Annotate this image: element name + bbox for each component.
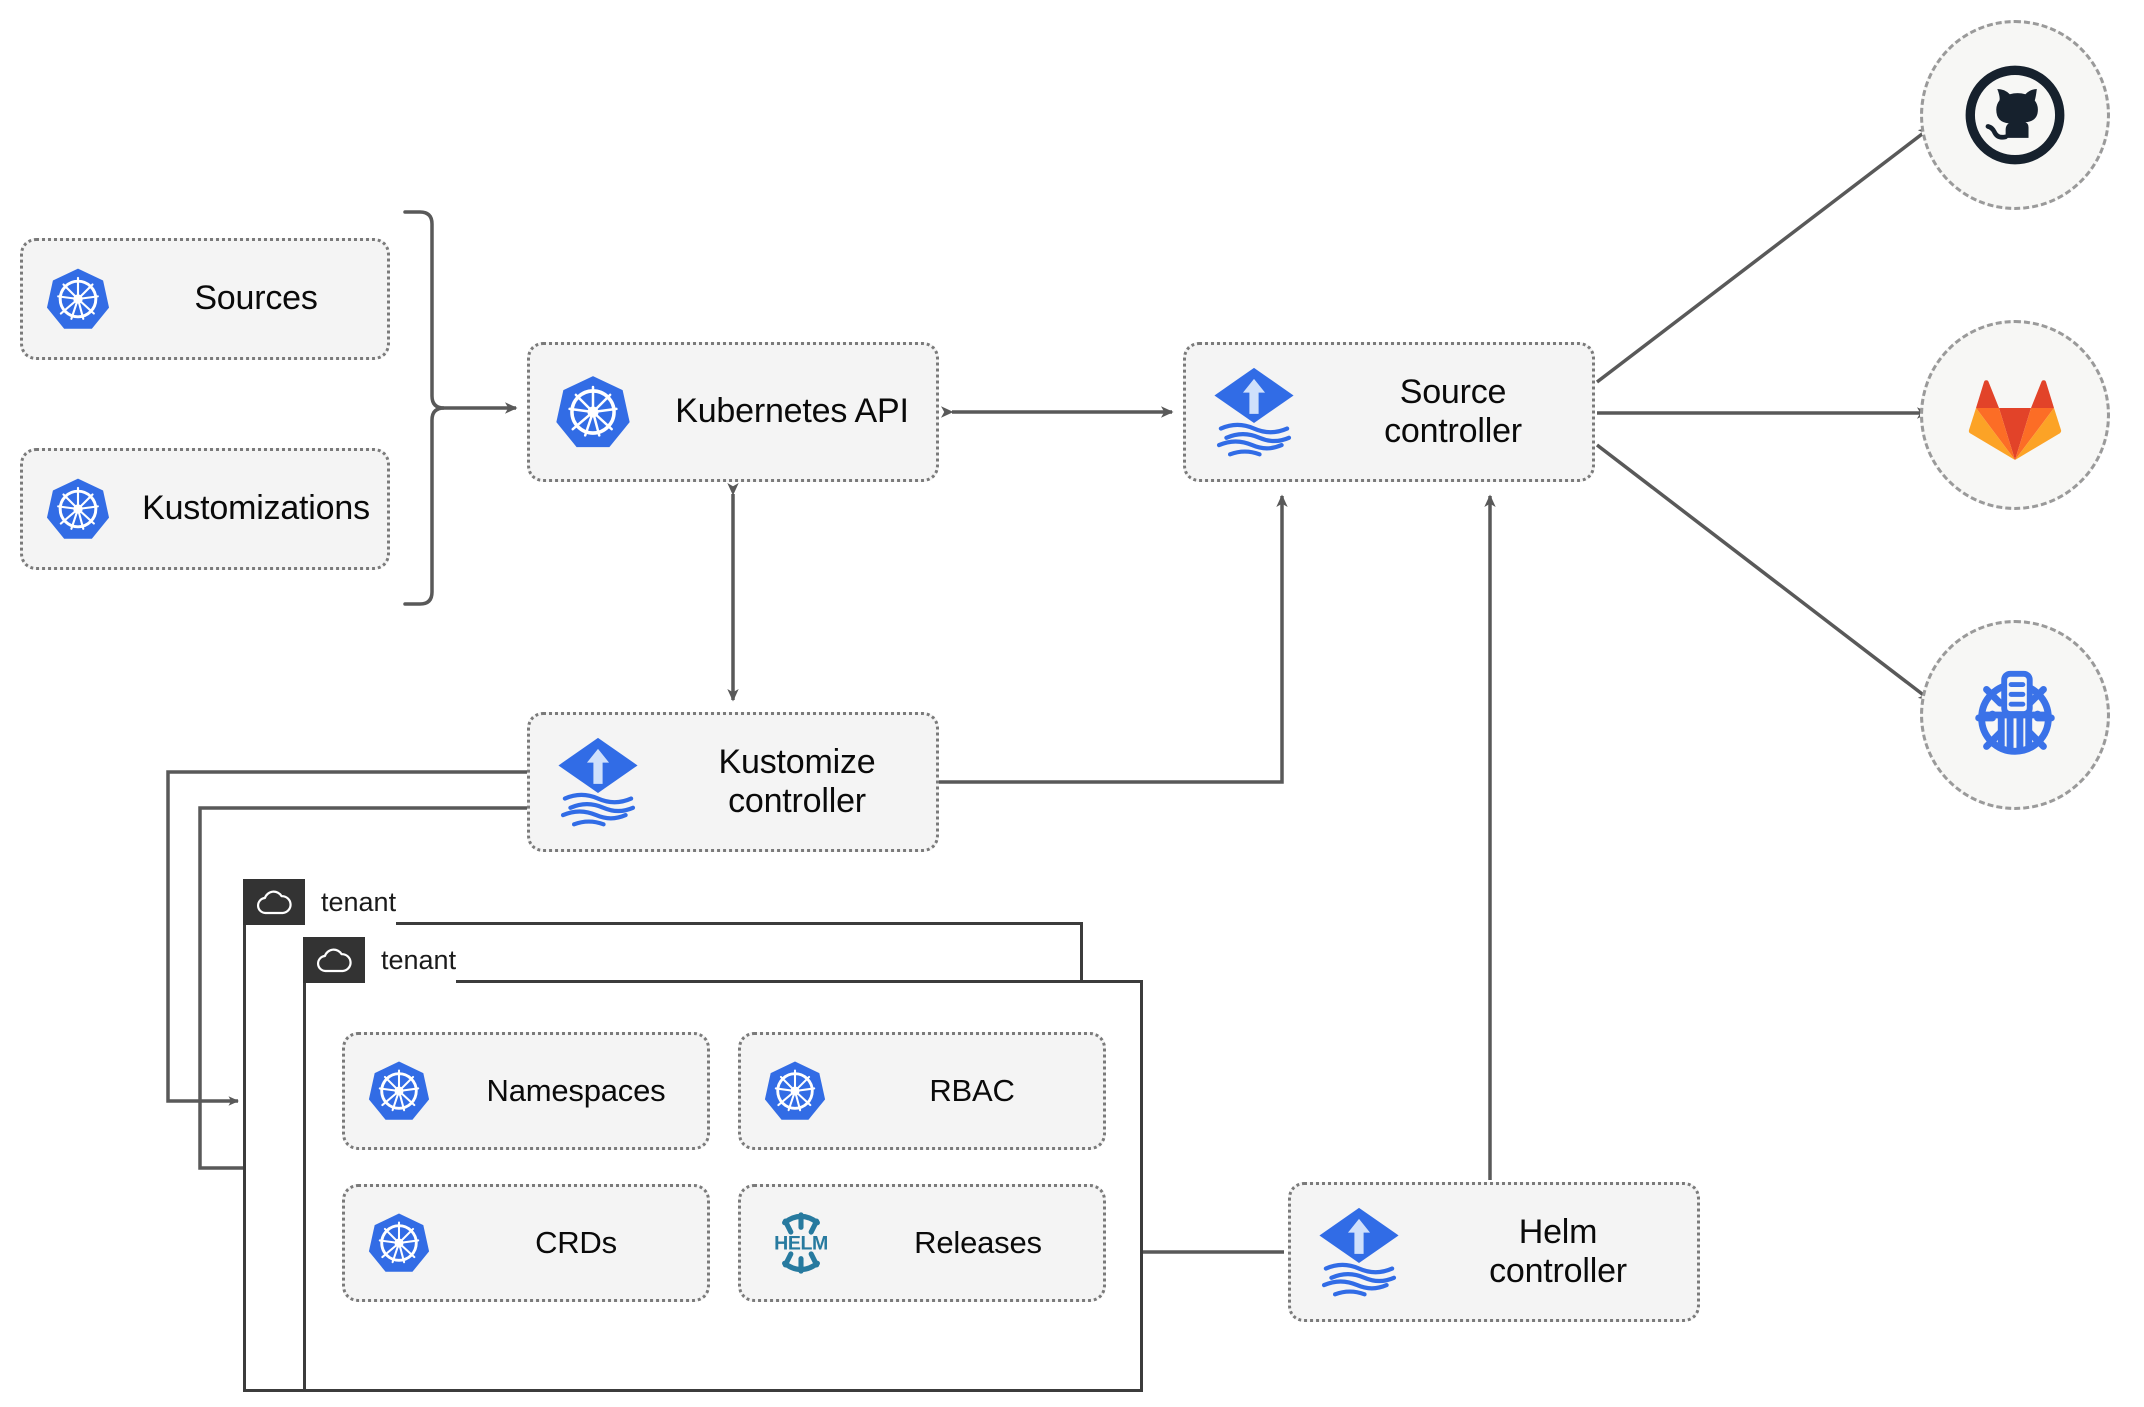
node-label: RBAC [929, 1073, 1015, 1109]
edge-source-to-github [1595, 126, 1932, 384]
cloud-icon [303, 937, 365, 983]
flux-icon [1291, 1204, 1427, 1300]
node-label-line1: Helm [1518, 1212, 1598, 1251]
flux-icon [530, 734, 666, 830]
kubernetes-icon [741, 1059, 849, 1123]
node-source-controller[interactable]: Source controller [1183, 342, 1595, 482]
node-label: CRDs [535, 1225, 617, 1261]
node-rbac[interactable]: RBAC [738, 1032, 1106, 1150]
cloud-icon [243, 879, 305, 925]
github-icon [1965, 65, 2065, 165]
svg-text:HELM: HELM [774, 1232, 828, 1254]
endpoint-github[interactable] [1920, 20, 2110, 210]
node-label: Kustomizations [142, 489, 370, 528]
edge-inputs-brace [403, 210, 518, 606]
kubernetes-icon [23, 476, 133, 542]
tenant-name: tenant [365, 937, 457, 983]
node-kubernetes-api[interactable]: Kubernetes API [527, 342, 939, 482]
helm-repository-icon [1975, 670, 2055, 755]
node-kustomizations[interactable]: Kustomizations [20, 448, 390, 570]
edge-kustomize-to-source [939, 494, 1288, 784]
node-label: Kustomize controller [666, 743, 936, 822]
kubernetes-icon [23, 266, 133, 332]
node-label-line2: controller [728, 782, 866, 820]
node-label-line2: controller [1489, 1252, 1627, 1290]
tenant-tab: tenant [303, 937, 457, 983]
node-label-line1: Kustomize [718, 742, 876, 781]
node-releases[interactable]: HELM Releases [738, 1184, 1106, 1302]
node-crds[interactable]: CRDs [342, 1184, 710, 1302]
node-label: Helm controller [1427, 1213, 1697, 1292]
node-kustomize-controller[interactable]: Kustomize controller [527, 712, 939, 852]
kubernetes-icon [345, 1059, 453, 1123]
node-label: Releases [914, 1225, 1042, 1261]
node-helm-controller[interactable]: Helm controller [1288, 1182, 1700, 1322]
node-label: Kubernetes API [675, 392, 909, 431]
node-label: Sources [194, 279, 318, 318]
node-namespaces[interactable]: Namespaces [342, 1032, 710, 1150]
node-label: Source controller [1322, 373, 1592, 452]
node-label-line2: controller [1384, 412, 1522, 450]
tenant-name: tenant [305, 879, 397, 925]
kubernetes-icon [345, 1211, 453, 1275]
node-sources[interactable]: Sources [20, 238, 390, 360]
edge-source-to-helm-repo [1595, 443, 1932, 702]
gitlab-icon [1968, 380, 2062, 460]
endpoint-helm-repository[interactable] [1920, 620, 2110, 810]
node-label-line1: Source [1399, 372, 1507, 411]
kubernetes-icon [530, 373, 656, 451]
endpoint-gitlab[interactable] [1920, 320, 2110, 510]
flux-icon [1186, 364, 1322, 460]
tenant-tab: tenant [243, 879, 397, 925]
helm-icon: HELM [741, 1205, 861, 1281]
node-label: Namespaces [486, 1073, 666, 1109]
